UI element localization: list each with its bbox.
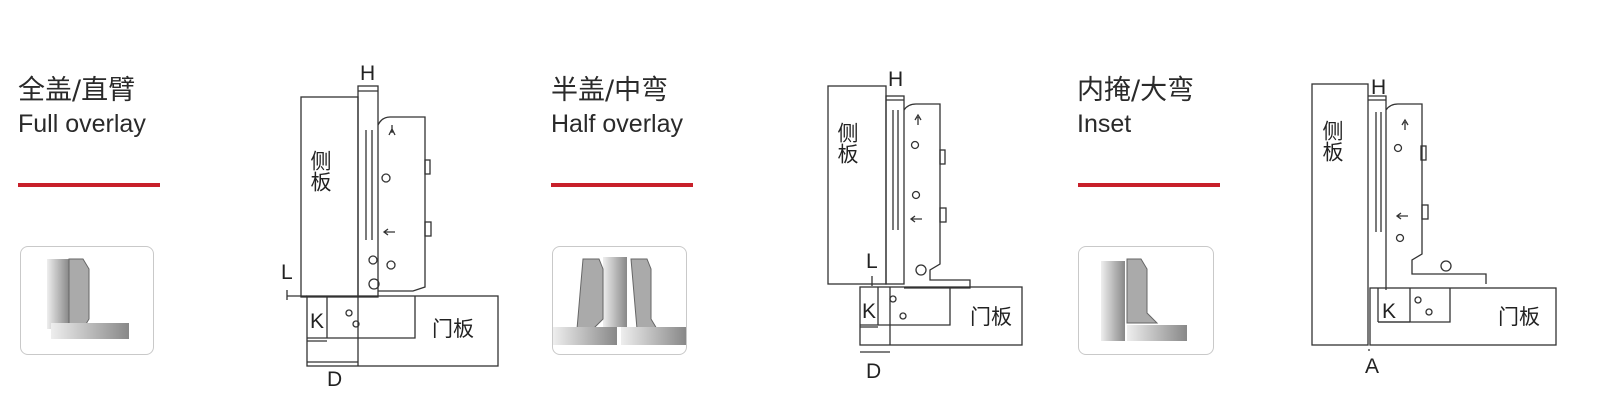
dim-K: K — [310, 310, 324, 333]
panel-1-divider — [18, 183, 160, 187]
panel-2-divider — [551, 183, 693, 187]
half-overlay-hinge-photo — [553, 257, 686, 345]
door-panel-label: 门板 — [970, 305, 1012, 329]
panel-1-title-en: Full overlay — [18, 110, 146, 138]
door-panel-label: 门板 — [432, 317, 474, 341]
side-panel-label: 侧板 — [835, 122, 859, 164]
dim-H: H — [1371, 76, 1386, 99]
dim-L: L — [281, 261, 293, 284]
dim-K: K — [862, 300, 876, 323]
door-panel — [859, 286, 1023, 346]
dim-H: H — [360, 62, 375, 85]
half-overlay-diagram — [827, 85, 1023, 353]
inset-hinge-photo — [1101, 258, 1187, 341]
dim-D: D — [327, 368, 342, 391]
door-panel-label: 门板 — [1498, 305, 1540, 329]
panel-3-title-en: Inset — [1077, 110, 1132, 138]
side-panel-label: 侧板 — [1320, 120, 1344, 162]
panel-2-title-en: Half overlay — [551, 110, 683, 138]
panel-3-divider — [1078, 183, 1220, 187]
full-overlay-diagram — [286, 85, 499, 367]
panel-2-title-cn: 半盖/中弯 — [551, 75, 669, 106]
door-panel — [306, 295, 499, 367]
dim-H: H — [888, 68, 903, 91]
door-panel — [1369, 287, 1557, 346]
side-panel — [300, 96, 359, 298]
panel-1-thumbnail — [20, 246, 154, 355]
panel-2-thumbnail — [552, 246, 687, 355]
side-panel — [1311, 83, 1369, 346]
full-overlay-hinge-photo — [47, 258, 129, 339]
inset-diagram — [1311, 83, 1557, 351]
dim-L: L — [866, 250, 878, 273]
panel-1-title-cn: 全盖/直臂 — [18, 75, 136, 106]
side-panel-label: 侧板 — [308, 150, 332, 192]
dim-K: K — [1382, 300, 1396, 323]
dim-A: A — [1365, 355, 1379, 378]
panel-3-thumbnail — [1078, 246, 1214, 355]
panel-3-title-cn: 内掩/大弯 — [1077, 75, 1195, 106]
dim-D: D — [866, 360, 881, 383]
